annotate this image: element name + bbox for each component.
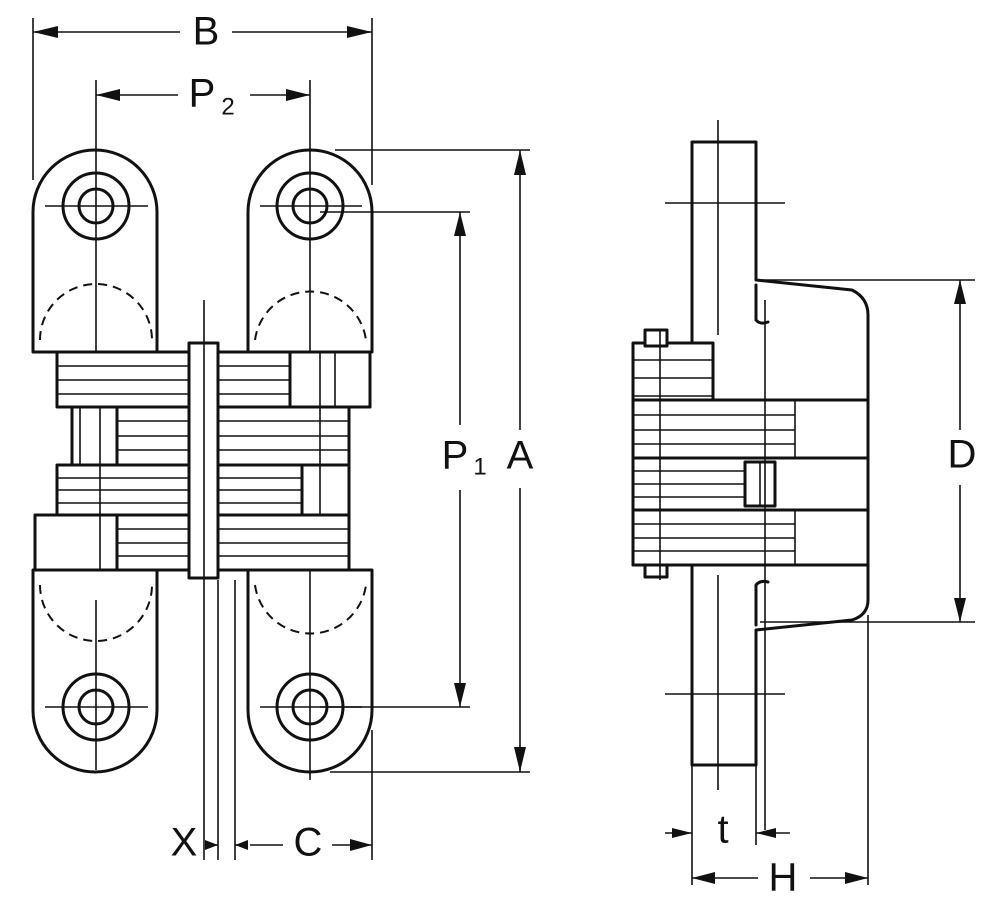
leaf-bottom-left (31, 568, 159, 774)
dimension-a: A (507, 150, 534, 772)
label-x: X (171, 821, 198, 865)
label-p2: P (189, 72, 216, 116)
label-p2-subscript: 2 (221, 93, 234, 120)
label-p1: P (442, 434, 469, 478)
knuckle-stack (33, 300, 372, 860)
dimension-c: C (250, 821, 372, 865)
label-h: H (769, 856, 798, 900)
dimension-h: H (692, 856, 868, 900)
label-c: C (294, 821, 323, 865)
front-view: B P 2 P 1 A (31, 10, 534, 865)
label-a: A (507, 434, 534, 478)
dimension-b: B (33, 10, 372, 54)
dimension-d: D (948, 280, 977, 622)
label-b: B (193, 10, 220, 54)
dimension-p2: P 2 (96, 72, 310, 120)
dimension-p1: P 1 (442, 212, 487, 707)
label-d: D (948, 433, 977, 477)
leaf-bottom-right (246, 150, 374, 780)
side-knuckle-stack (631, 300, 870, 830)
side-view: D t H (631, 120, 977, 900)
label-t: t (717, 808, 728, 852)
dimension-t: t (665, 808, 790, 852)
dimension-x: X (171, 821, 248, 865)
label-p1-subscript: 1 (473, 453, 486, 480)
